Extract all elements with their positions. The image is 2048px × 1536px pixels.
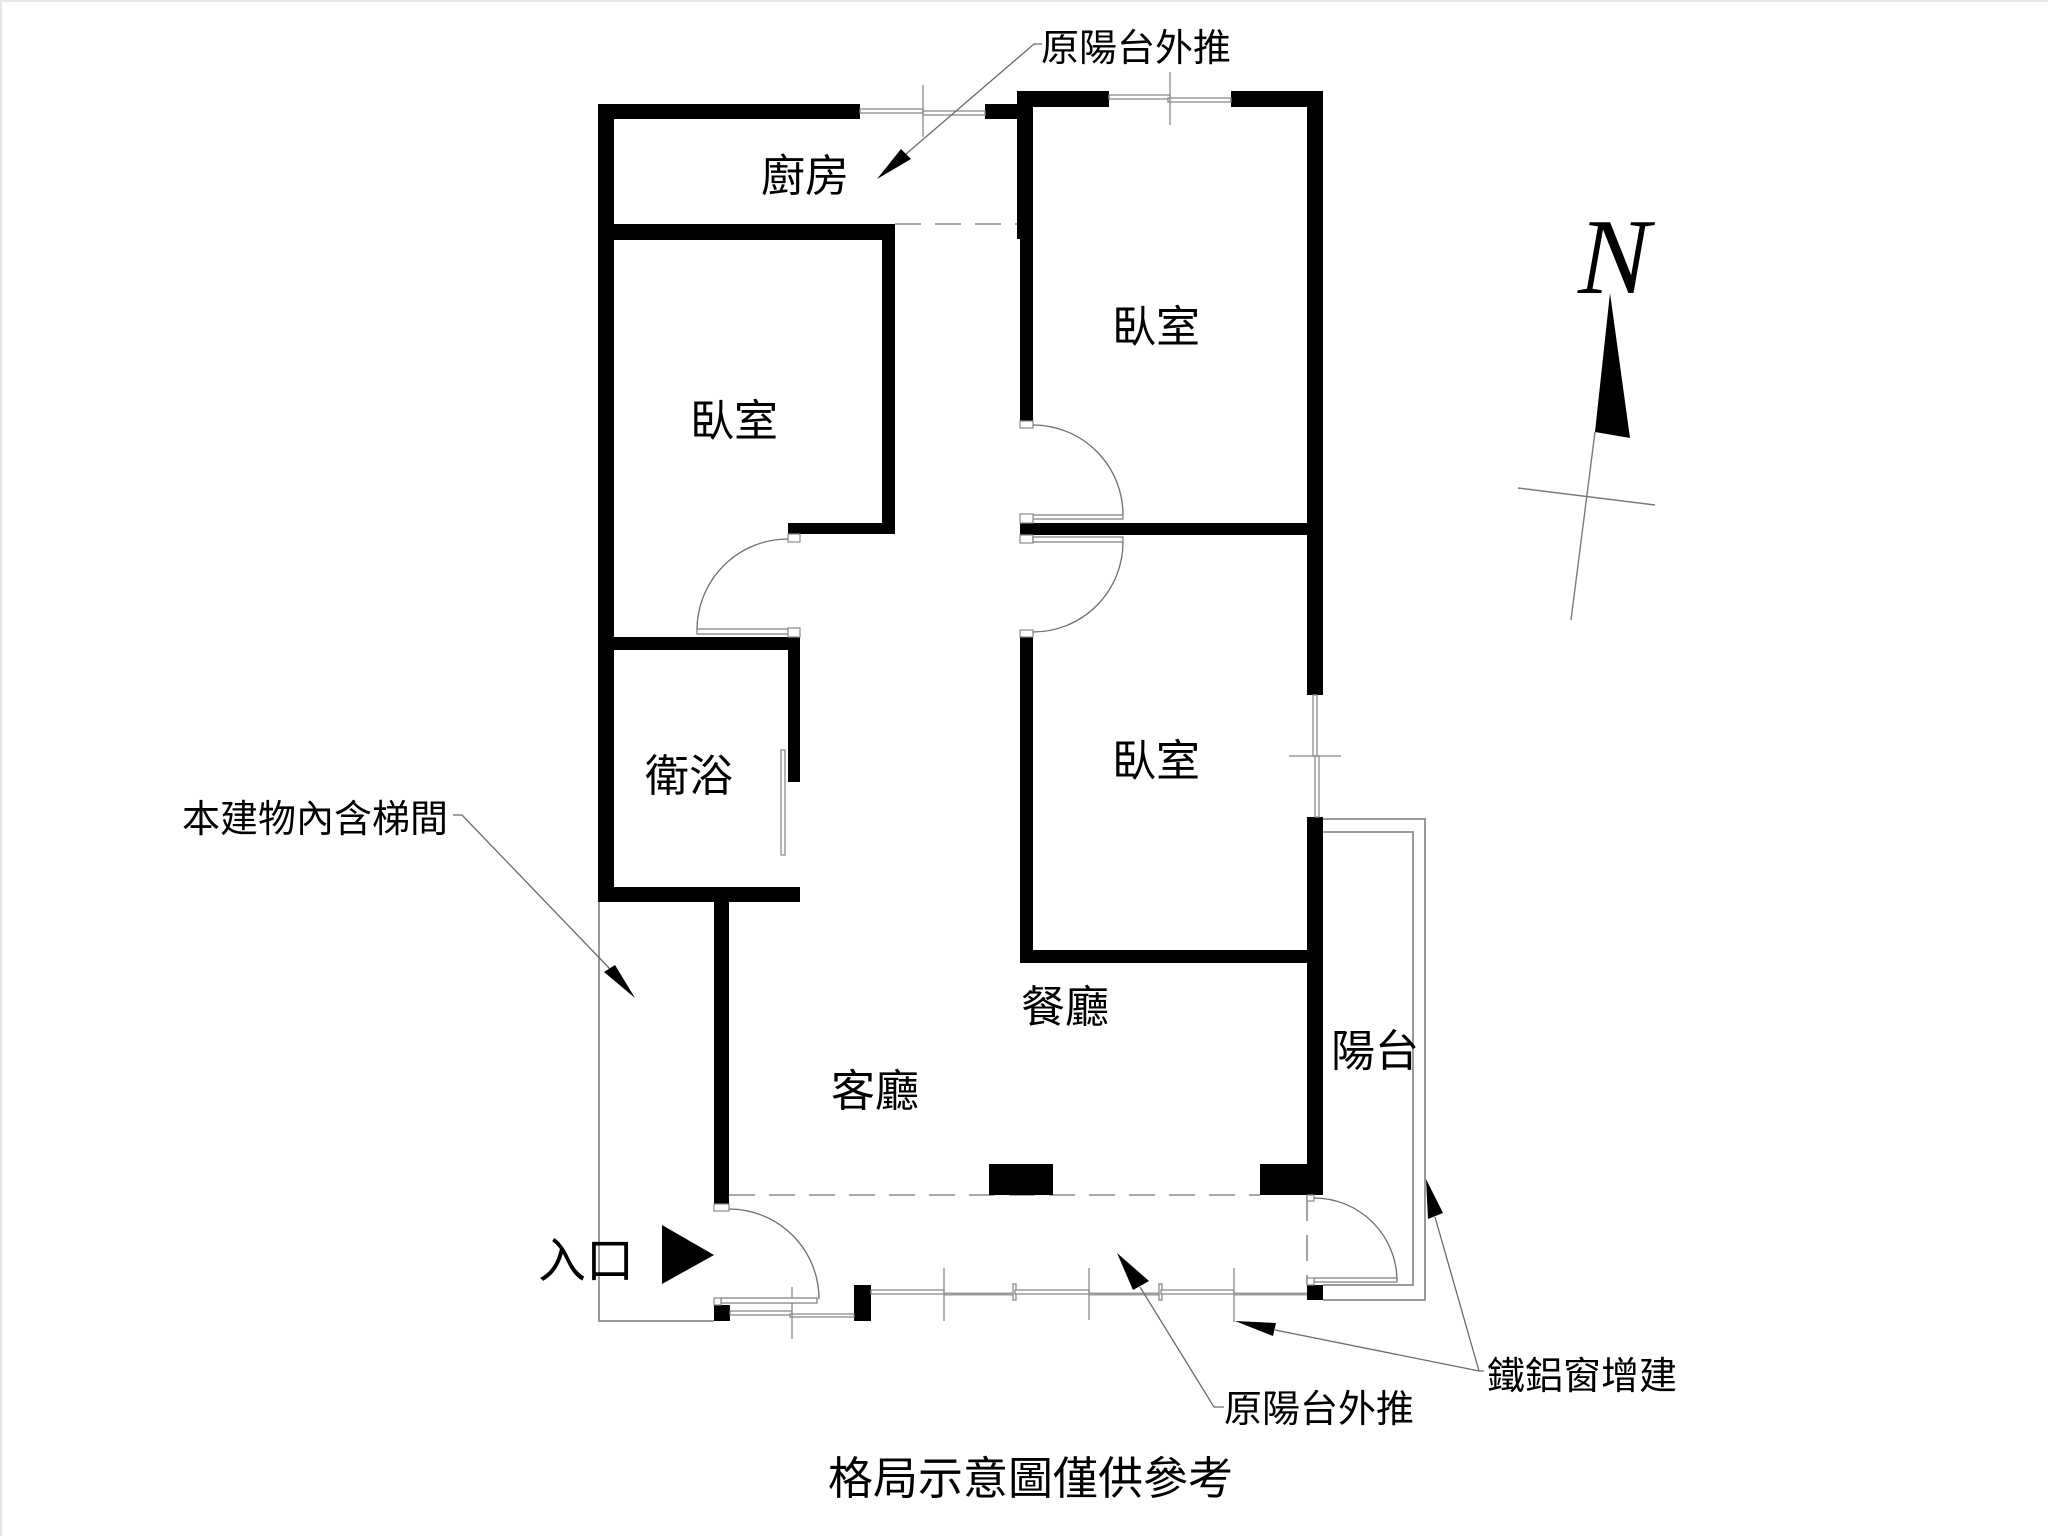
door-e-bedroom-leaf — [1032, 536, 1124, 543]
wall-balcony-post — [1307, 1285, 1323, 1300]
compass-axis-line — [1570, 431, 1596, 621]
arrowhead-aluminum-window-balcony-icon — [1426, 1179, 1443, 1219]
door-e-bedroom-swing — [1032, 541, 1124, 633]
window-south-sash-1 — [870, 1289, 945, 1295]
window-south-sash-2 — [1014, 1289, 1090, 1295]
door-bathroom-sliding — [780, 749, 786, 856]
note-top-balcony-extension: 原陽台外推 — [1041, 26, 1231, 70]
door-balcony-jamb-bottom — [1306, 1277, 1315, 1286]
label-dining-room: 餐廳 — [1021, 982, 1109, 1033]
door-balcony-leaf — [1313, 1277, 1398, 1283]
note-aluminum-window-addition: 鐵鋁窗增建 — [1487, 1354, 1677, 1398]
doors — [696, 420, 1398, 1306]
wall-living-room-west — [714, 887, 729, 1204]
wall-kitchen-north — [598, 104, 860, 119]
window-south-left-sash-2 — [789, 1313, 855, 1318]
window-kitchen-sash-1 — [859, 108, 924, 114]
leader-stairwell — [453, 814, 611, 970]
label-living-room: 客廳 — [831, 1066, 919, 1117]
door-w-bedroom-leaf — [696, 628, 789, 635]
arrowhead-bottom-balcony-extension-icon — [1117, 1253, 1149, 1290]
balcony-outer-outline — [1323, 818, 1426, 1301]
wall-e-bedroom-west — [1020, 637, 1033, 963]
door-w-bedroom-jamb-top — [787, 533, 801, 543]
wall-south-post — [854, 1285, 871, 1321]
door-w-bedroom-jamb-bottom — [787, 627, 801, 638]
window-south-sash-3 — [1160, 1289, 1235, 1295]
wall-bathroom-east — [788, 637, 800, 782]
arrowhead-top-balcony-extension-icon — [877, 149, 911, 179]
note-bottom-balcony-extension: 原陽台外推 — [1224, 1387, 1414, 1431]
north-label: N — [1577, 198, 1656, 317]
wall-ne-bedroom-west — [1020, 239, 1033, 421]
window-e-bedroom-sash-2 — [1314, 755, 1320, 818]
door-ne-bedroom-leaf — [1032, 514, 1124, 520]
door-entrance-leaf — [720, 1297, 818, 1304]
wall-w-bedroom-east — [882, 224, 895, 534]
wall-west-exterior — [598, 104, 614, 902]
annotation-labels: 原陽台外推 本建物內含梯間 原陽台外推 鐵鋁窗增建 — [182, 26, 1677, 1431]
wall-kitchen-north-stub — [985, 104, 1017, 119]
wall-w-bedroom-south — [788, 523, 895, 534]
balcony-inner-outline — [1323, 831, 1414, 1286]
door-e-bedroom-jamb-bottom — [1019, 629, 1034, 638]
wall-ne-bedroom-north-right — [1231, 91, 1323, 107]
north-arrow-icon — [1595, 293, 1630, 438]
leader-bottom-balcony-extension — [1139, 1286, 1224, 1408]
door-w-bedroom-swing — [696, 538, 789, 631]
window-e-bedroom-sash-1 — [1312, 694, 1318, 757]
leader-aluminum-window-south — [1274, 1329, 1484, 1372]
door-ne-bedroom-swing — [1032, 424, 1124, 516]
wall-east-upper — [1307, 91, 1323, 695]
walls — [598, 91, 1323, 1321]
label-bedroom-northeast: 臥室 — [1112, 302, 1200, 353]
wall-ne-bedroom-north-left — [1017, 91, 1109, 107]
window-ne-bedroom-sash-1 — [1108, 94, 1171, 100]
wall-between-east-bedrooms — [1020, 523, 1307, 535]
door-ne-bedroom-jamb-top — [1019, 420, 1034, 429]
leaders — [453, 43, 1484, 1408]
note-stairwell-included: 本建物內含梯間 — [182, 797, 448, 841]
entrance-arrow-icon — [662, 1225, 714, 1284]
north-compass: N — [1517, 198, 1656, 621]
outlines — [598, 818, 1426, 1322]
windows — [729, 72, 1341, 1339]
dashed-openings — [729, 223, 1308, 1285]
wall-east-lower — [1307, 817, 1323, 1195]
wall-ne-bedroom-west-top — [1017, 91, 1033, 239]
door-balcony-swing — [1313, 1197, 1398, 1282]
compass-cross-line — [1517, 487, 1656, 506]
leader-aluminum-window-balcony — [1434, 1216, 1480, 1372]
column-living-room — [989, 1164, 1053, 1195]
wall-entrance-post — [714, 1305, 730, 1321]
door-entrance-swing — [728, 1208, 820, 1300]
window-ne-bedroom-sash-2 — [1167, 97, 1232, 103]
wall-southeast-corner — [1260, 1164, 1323, 1195]
label-bedroom-east: 臥室 — [1112, 736, 1200, 787]
label-balcony: 陽台 — [1331, 1026, 1419, 1077]
arrowhead-aluminum-window-south-icon — [1235, 1321, 1276, 1336]
door-entrance-jamb-bottom — [713, 1297, 722, 1306]
door-balcony-jamb-top — [1306, 1194, 1315, 1202]
label-bedroom-west: 臥室 — [690, 396, 778, 447]
wall-w-bedroom-north — [598, 224, 895, 240]
door-entrance-jamb-top — [713, 1203, 730, 1212]
room-labels: 廚房 臥室 臥室 臥室 衛浴 餐廳 客廳 陽台 入口 — [538, 151, 1419, 1289]
leader-top-balcony-extension — [905, 43, 1042, 155]
door-e-bedroom-jamb-top — [1019, 534, 1034, 544]
label-bathroom: 衛浴 — [645, 751, 733, 802]
wall-bathroom-north — [598, 637, 800, 650]
door-ne-bedroom-jamb-bottom — [1019, 513, 1034, 524]
arrowhead-stairwell-icon — [604, 965, 635, 998]
wall-e-bedroom-south — [1020, 950, 1323, 963]
window-south-left-sash-1 — [729, 1310, 793, 1316]
wall-bathroom-south — [598, 887, 800, 902]
stairwell-outline — [598, 902, 714, 1322]
label-kitchen: 廚房 — [761, 151, 849, 202]
label-entrance: 入口 — [538, 1233, 634, 1289]
plan-caption: 格局示意圖僅供參考 — [828, 1452, 1233, 1505]
